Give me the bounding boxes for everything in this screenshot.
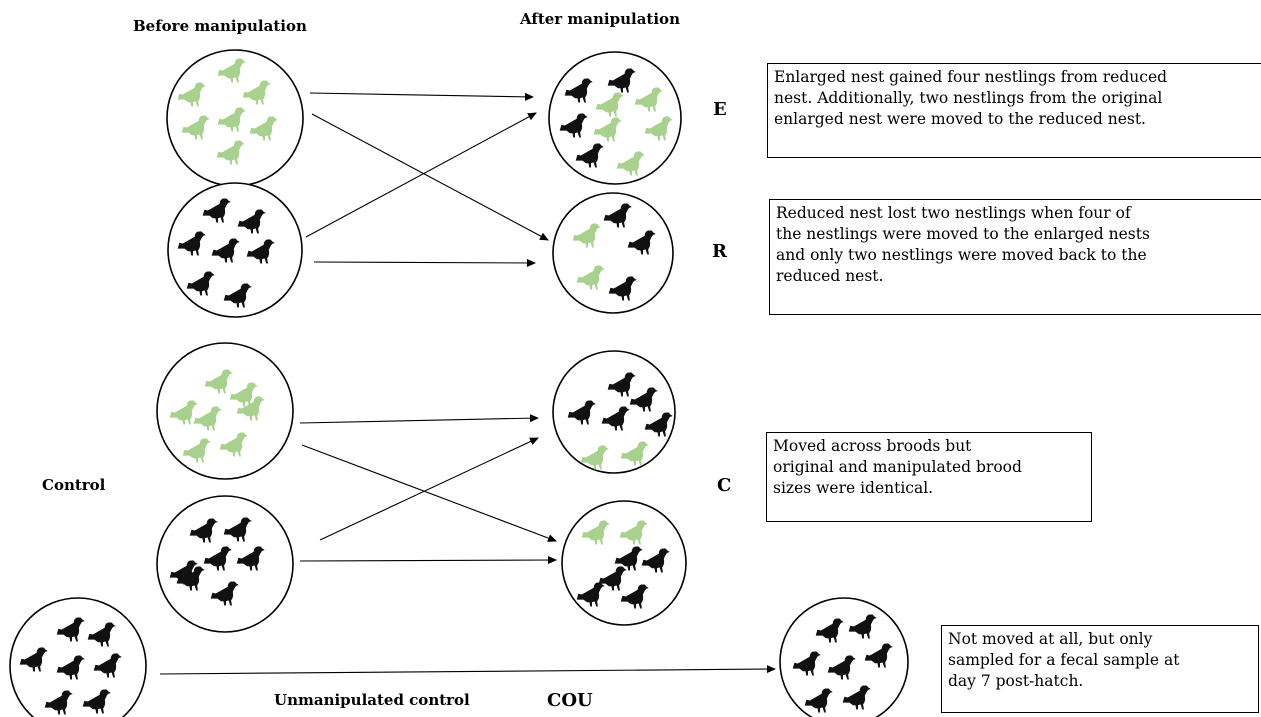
note-cou-line-2: sampled for a fecal sample at xyxy=(948,651,1180,669)
arrow-green-to-reduced xyxy=(311,113,549,241)
nest-circle xyxy=(779,597,909,717)
arrow-green-to-enlarged xyxy=(309,92,534,101)
nest-after-control-2 xyxy=(561,500,687,626)
header-before: Before manipulation xyxy=(133,17,307,35)
nest-unmanipulated-after xyxy=(779,597,909,717)
note-reduced: Reduced nest lost two nestlings when fou… xyxy=(769,199,1261,315)
note-e-line-1: Enlarged nest gained four nestlings from… xyxy=(774,68,1168,86)
nest-before-reduced xyxy=(167,182,303,318)
nest-before-enlarged xyxy=(166,49,304,187)
arrow-control-green-to-1 xyxy=(299,414,539,424)
note-c-line-3: sizes were identical. xyxy=(773,479,934,497)
nest-before-control-green xyxy=(156,342,294,480)
nest-circle xyxy=(552,350,676,474)
note-c-line-2: original and manipulated brood xyxy=(773,458,1022,476)
nest-circle xyxy=(552,192,674,314)
group-label-r: R xyxy=(712,241,727,262)
arrow-control-black-to-1 xyxy=(319,437,539,541)
note-r-line-4: reduced nest. xyxy=(776,267,884,285)
nest-after-enlarged xyxy=(548,51,682,185)
arrow-control-black-to-2 xyxy=(299,556,557,565)
group-label-e: E xyxy=(713,99,727,120)
note-e-line-2: nest. Additionally, two nestlings from t… xyxy=(774,89,1163,107)
note-cou-line-1: Not moved at all, but only xyxy=(948,630,1153,648)
note-enlarged: Enlarged nest gained four nestlings from… xyxy=(767,63,1261,158)
note-control: Moved across broods but original and man… xyxy=(766,432,1092,522)
note-r-line-3: and only two nestlings were moved back t… xyxy=(776,246,1147,264)
group-label-c: C xyxy=(717,475,732,496)
group-label-cou: COU xyxy=(547,690,593,711)
note-r-line-1: Reduced nest lost two nestlings when fou… xyxy=(776,204,1131,222)
note-c-line-1: Moved across broods but xyxy=(773,437,972,455)
arrow-unmanipulated xyxy=(159,665,776,675)
nest-after-control-1 xyxy=(552,350,676,474)
nest-after-reduced xyxy=(552,192,674,314)
nest-before-control-black xyxy=(156,495,294,633)
label-unmanipulated-control: Unmanipulated control xyxy=(274,691,470,709)
arrow-control-green-to-2 xyxy=(301,444,557,542)
nest-circle xyxy=(156,342,294,480)
label-control: Control xyxy=(42,476,106,494)
note-r-line-2: the nestlings were moved to the enlarged… xyxy=(776,225,1150,243)
arrow-black-to-enlarged xyxy=(305,112,537,238)
note-cou-line-3: day 7 post-hatch. xyxy=(948,672,1084,690)
note-e-line-3: enlarged nest were moved to the reduced … xyxy=(774,110,1146,128)
note-unmanipulated: Not moved at all, but only sampled for a… xyxy=(941,625,1259,713)
nest-unmanipulated-before xyxy=(9,597,147,717)
arrow-black-to-reduced xyxy=(313,258,536,267)
header-after: After manipulation xyxy=(520,10,680,28)
